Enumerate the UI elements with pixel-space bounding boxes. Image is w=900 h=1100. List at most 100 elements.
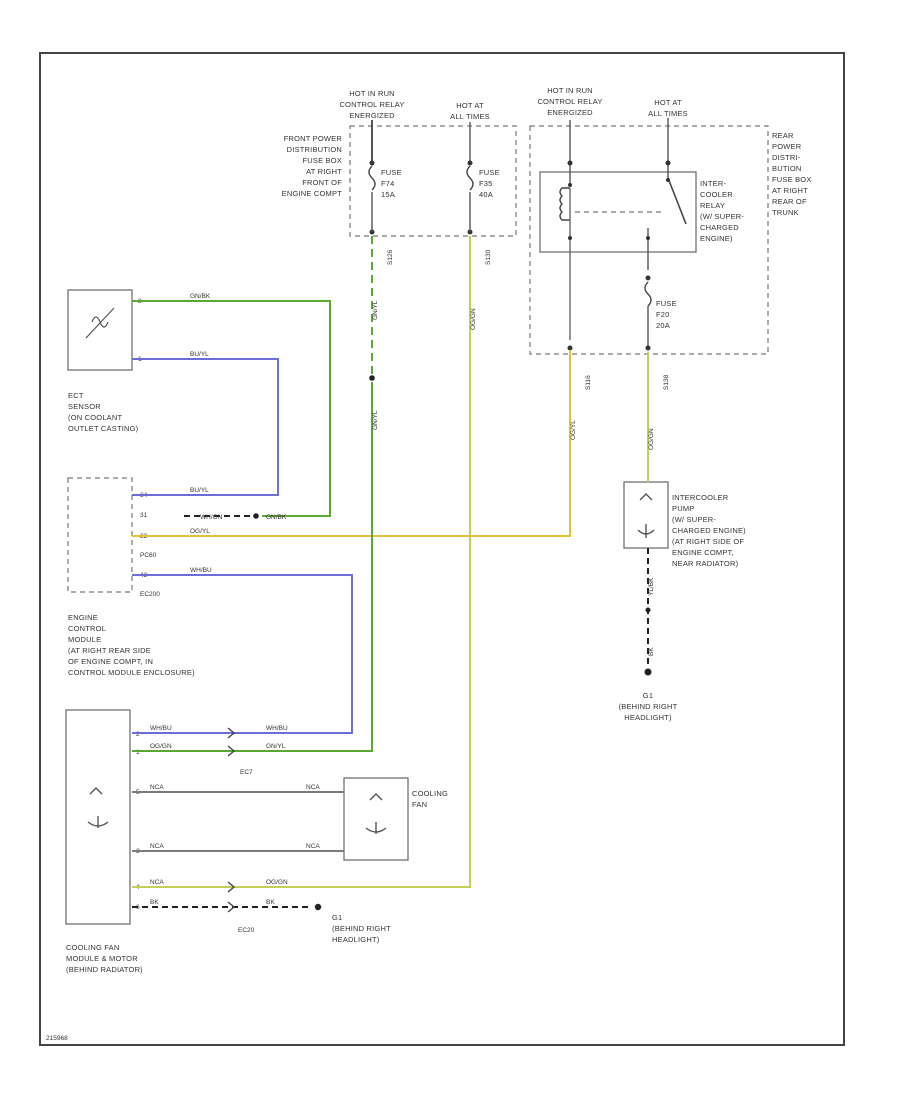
relay-label: INTER- COOLER RELAY (W/ SUPER- CHARGED E… (700, 179, 744, 243)
relay-switch-icon (667, 177, 687, 225)
svg-text:OUTLET CASTING): OUTLET CASTING) (68, 424, 139, 433)
front-fuse-box (349, 125, 517, 237)
svg-text:(BEHIND RIGHT: (BEHIND RIGHT (332, 924, 391, 933)
svg-text:FUSE BOX: FUSE BOX (772, 175, 812, 184)
svg-text:ECT: ECT (68, 391, 84, 400)
svg-text:FRONT POWER: FRONT POWER (284, 134, 343, 143)
connector-ec20-label: EC20 (238, 927, 255, 934)
svg-text:REAR OF: REAR OF (772, 197, 807, 206)
fan-module-label: COOLING FAN MODULE & MOTOR (BEHIND RADIA… (66, 943, 143, 974)
ect-sensor (67, 289, 133, 371)
wire-label-yl-bk: YL/BK (648, 577, 655, 596)
wire-label-nca-2: NCA (306, 784, 320, 791)
svg-text:HEADLIGHT): HEADLIGHT) (332, 935, 380, 944)
svg-text:DISTRI-: DISTRI- (772, 153, 801, 162)
svg-text:HOT IN RUN: HOT IN RUN (349, 89, 395, 98)
intercooler-relay (539, 171, 697, 253)
wire-label-nca-1: NCA (150, 784, 164, 791)
cooling-fan-label: COOLING FAN (412, 789, 448, 809)
svg-text:ENERGIZED: ENERGIZED (547, 108, 593, 117)
svg-text:(W/ SUPER-: (W/ SUPER- (700, 212, 744, 221)
intercooler-pump (623, 481, 669, 549)
svg-text:COOLER: COOLER (700, 190, 733, 199)
svg-text:40A: 40A (479, 190, 493, 199)
svg-text:INTER-: INTER- (700, 179, 727, 188)
ground-g1-pump (644, 668, 652, 676)
svg-text:FUSE BOX: FUSE BOX (302, 156, 342, 165)
svg-text:ENERGIZED: ENERGIZED (349, 111, 395, 120)
fan-pin-2: 2 (136, 731, 140, 738)
rear-fuse-box-label: REAR POWER DISTRI- BUTION FUSE BOX AT RI… (772, 131, 812, 217)
ecm-connector-pc: PC60 (140, 552, 157, 559)
svg-text:INTERCOOLER: INTERCOOLER (672, 493, 729, 502)
ecm-pin-31: 31 (140, 512, 148, 519)
wire-gn-bk (132, 300, 331, 517)
connector-ec7 (227, 727, 236, 757)
svg-text:FAN: FAN (412, 800, 427, 809)
fuse-f35-symbol (466, 165, 474, 191)
svg-text:SENSOR: SENSOR (68, 402, 101, 411)
svg-text:CONTROL: CONTROL (68, 624, 106, 633)
ground-g1-fan-label: G1 (BEHIND RIGHT HEADLIGHT) (332, 913, 391, 944)
fan-pin-1: 1 (136, 749, 140, 756)
svg-text:REAR: REAR (772, 131, 794, 140)
ground-g1-fan (314, 903, 322, 911)
wire-og-gn (132, 236, 471, 888)
wire-junction-gn-yl (369, 375, 375, 381)
wire-label-og-yl-v: OG/YL (570, 420, 577, 440)
engine-control-module (67, 477, 133, 593)
wire-label-gn-bk-2: GN/BK (266, 514, 287, 521)
wire-wh-bu (132, 574, 353, 734)
wire-label-wh-gn: WH/GN (200, 514, 223, 521)
fuse-f35-label: FUSE F35 40A (479, 168, 500, 199)
svg-text:RELAY: RELAY (700, 201, 725, 210)
svg-text:ALL TIMES: ALL TIMES (648, 109, 688, 118)
svg-text:(ON COOLANT: (ON COOLANT (68, 413, 123, 422)
wire-label-wh-bu-3: WH/BU (150, 725, 172, 732)
svg-text:AT RIGHT: AT RIGHT (306, 167, 342, 176)
fuse-f74-label: FUSE F74 15A (381, 168, 402, 199)
relay-coil-icon (559, 187, 570, 221)
svg-text:ENGINE COMPT,: ENGINE COMPT, (672, 548, 734, 557)
wire-label-gn-yl-3: GN/YL (266, 743, 286, 750)
thermistor-icon (85, 307, 115, 339)
wire-bu-yl (132, 358, 279, 496)
svg-text:NEAR RADIATOR): NEAR RADIATOR) (672, 559, 739, 568)
svg-text:CONTROL RELAY: CONTROL RELAY (339, 100, 404, 109)
svg-text:HEADLIGHT): HEADLIGHT) (624, 713, 672, 722)
ecm-connector-ec: EC200 (140, 591, 160, 598)
wire-label-nca-3: NCA (150, 843, 164, 850)
intercooler-pump-label: INTERCOOLER PUMP (W/ SUPER- CHARGED ENGI… (672, 493, 746, 568)
ground-g1-pump-label: G1 (BEHIND RIGHT HEADLIGHT) (619, 691, 678, 722)
svg-text:FUSE: FUSE (656, 299, 677, 308)
hot-run-label-1: HOT IN RUN CONTROL RELAY ENERGIZED (339, 89, 404, 120)
fuse-f20-label: FUSE F20 20A (656, 299, 677, 330)
svg-text:(AT RIGHT REAR SIDE: (AT RIGHT REAR SIDE (68, 646, 151, 655)
hot-run-label-2: HOT IN RUN CONTROL RELAY ENERGIZED (537, 86, 602, 117)
ecm-label: ENGINE CONTROL MODULE (AT RIGHT REAR SID… (68, 613, 195, 677)
wire-label-bu-yl: BU/YL (190, 351, 209, 358)
wire-label-wh-bu: WH/BU (190, 567, 212, 574)
front-fuse-box-label: FRONT POWER DISTRIBUTION FUSE BOX AT RIG… (282, 134, 343, 198)
splice-label-1: S126 (387, 249, 394, 265)
svg-text:POWER: POWER (772, 142, 802, 151)
wire-label-og-gn-ecm: OG/GN (150, 743, 172, 750)
svg-text:ALL TIMES: ALL TIMES (450, 112, 490, 121)
wire-gn-yl (132, 382, 373, 752)
svg-text:MODULE: MODULE (68, 635, 101, 644)
svg-text:ENGINE COMPT: ENGINE COMPT (282, 189, 343, 198)
svg-text:(W/ SUPER-: (W/ SUPER- (672, 515, 716, 524)
wire-label-og-gn-pump: OG/GN (648, 428, 655, 450)
fuse-f20-symbol (644, 281, 652, 307)
svg-text:FRONT OF: FRONT OF (302, 178, 342, 187)
svg-text:G1: G1 (643, 691, 653, 700)
fan-motor-icon (365, 793, 387, 834)
wire-label-wh-bu-2: WH/BU (266, 725, 288, 732)
splice-label-3: S116 (585, 375, 592, 390)
svg-text:FUSE: FUSE (381, 168, 402, 177)
svg-text:HOT AT: HOT AT (456, 101, 484, 110)
svg-text:HOT IN RUN: HOT IN RUN (547, 86, 593, 95)
hot-all-label-2: HOT AT ALL TIMES (648, 98, 688, 118)
svg-text:FUSE: FUSE (479, 168, 500, 177)
